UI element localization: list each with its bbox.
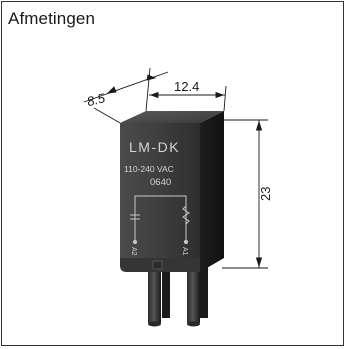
connector-pins xyxy=(148,262,208,327)
module-body: LM-DK 110-240 VAC 0640 A2 A1 xyxy=(120,111,224,327)
depth-dimension-line xyxy=(83,71,169,103)
latch xyxy=(152,260,163,270)
width-extension-right xyxy=(223,85,227,112)
terminal-a2-label: A2 xyxy=(130,247,137,256)
width-label: 12.4 xyxy=(174,79,199,94)
terminal-a1-label: A1 xyxy=(181,247,188,256)
module-name: LM-DK xyxy=(129,139,180,155)
circuit-schematic xyxy=(130,195,190,245)
pin-right-side xyxy=(200,262,208,318)
pin-left-side xyxy=(162,262,170,318)
dimension-lines xyxy=(83,67,268,269)
depth-extension-front xyxy=(93,107,121,124)
front-face xyxy=(120,123,200,272)
height-label: 23 xyxy=(258,187,273,201)
pin-right xyxy=(187,262,200,324)
depth-extension-back xyxy=(145,67,151,112)
module-code: 0640 xyxy=(150,177,171,188)
top-face xyxy=(120,111,224,123)
side-face xyxy=(200,111,224,272)
panel-title: Afmetingen xyxy=(8,9,95,28)
pin-left xyxy=(148,262,161,324)
module-voltage: 110-240 VAC xyxy=(124,164,174,174)
depth-label: 8.5 xyxy=(85,90,107,109)
